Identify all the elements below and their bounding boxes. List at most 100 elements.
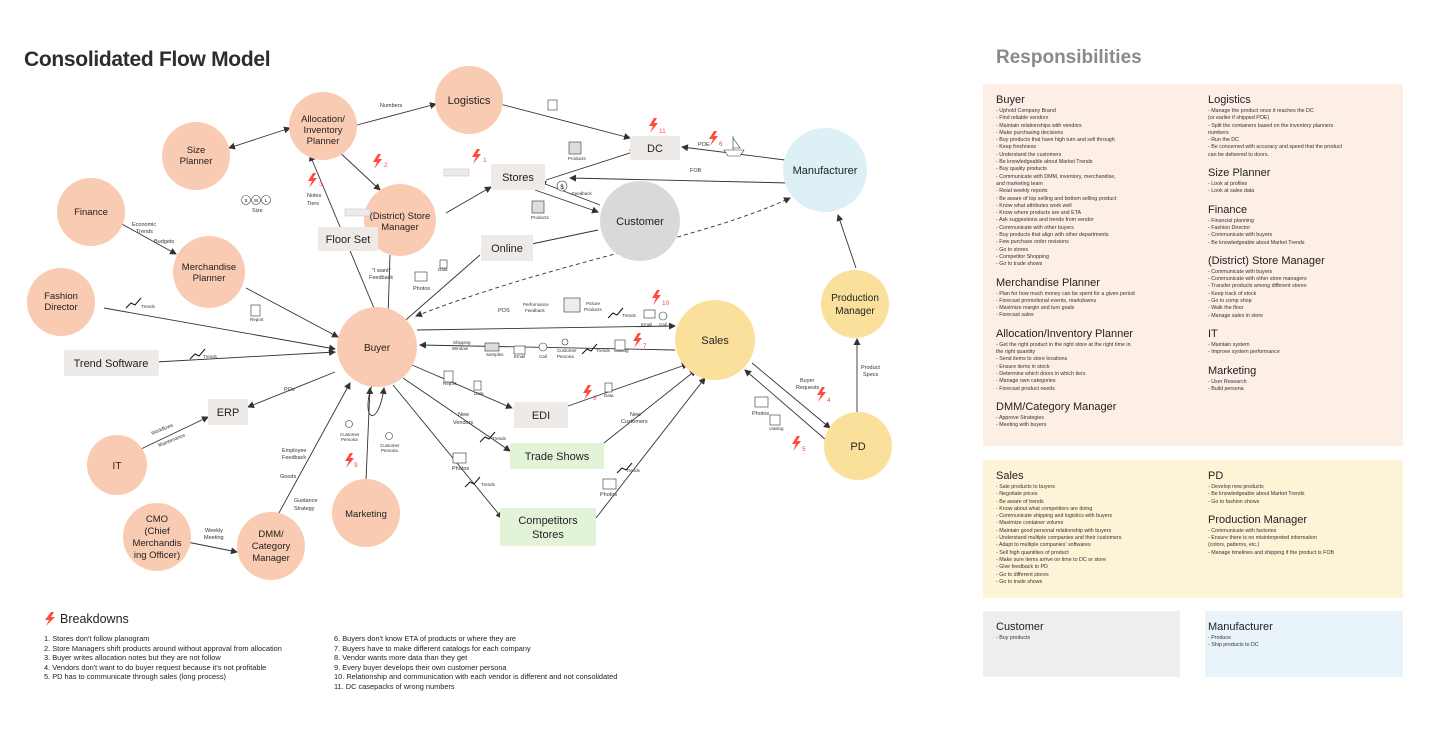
node-fashion-director: Fashion Director (27, 268, 95, 336)
role-title: Marketing (1208, 364, 1257, 377)
breakdown-marker-3: 3 (308, 173, 323, 188)
role-duty: - Go to different stores (996, 571, 1049, 578)
svg-text:10: 10 (662, 300, 670, 307)
node-district-store-manager: (District) Store Manager (364, 184, 436, 256)
role-duty: - Maximize margin and turn goals (996, 305, 1075, 312)
role-duty: - Be concerned with accuracy and speed t… (1208, 144, 1342, 151)
role-duties: - Maintain system- Improve system perfor… (1208, 342, 1404, 357)
node-customer: Customer (600, 181, 680, 261)
edge (273, 382, 351, 523)
box-trade-shows: Trade Shows (510, 443, 604, 469)
svg-text:2: 2 (384, 162, 388, 169)
box-erp: ERP (208, 399, 248, 425)
svg-text:Manager: Manager (252, 553, 290, 564)
box-dc: DC (630, 136, 680, 160)
svg-text:Marketing: Marketing (345, 509, 387, 520)
panel-top-right-col: Logistics- Manage the product once it re… (1208, 94, 1404, 401)
planogram-tag (443, 168, 470, 177)
breakdowns-heading: Breakdowns (44, 612, 624, 626)
role-duty: - Look at profiles (1208, 181, 1248, 188)
label-samples: Samples (486, 352, 504, 357)
role-duty: - Walk the floor (1208, 305, 1244, 312)
breakdown-marker-7: 7 (633, 333, 647, 350)
trend-icon (616, 462, 633, 474)
role-duty: - Manage timelines and shipping if the p… (1208, 549, 1335, 556)
edge (595, 377, 706, 519)
role-duty: - Know about what competitors are doing (996, 505, 1093, 512)
role-duties: - Develop new products- Be knowledgeable… (1208, 484, 1404, 506)
label-report-2: Report (443, 381, 457, 386)
label-catalog-2: catalog (769, 426, 784, 431)
edge (367, 384, 387, 417)
label-employee-feedback: Feedback (282, 455, 306, 461)
breakdown-marker-1: 1 (472, 149, 487, 164)
role-duties: - Communicate with factories- Ensure the… (1208, 528, 1404, 557)
role-duties: - Look at profiles- Look at sales data (1208, 181, 1404, 196)
role-duties: - User Research- Build persona (1208, 379, 1404, 394)
role-duty: and marketing team (996, 180, 1043, 187)
role-block: Allocation/Inventory Planner- Get the ri… (996, 328, 1192, 393)
role-block: DMM/Category Manager- Approve Strategies… (996, 401, 1192, 430)
label-guidance-strategy: Strategy (294, 506, 315, 512)
breakdown-marker-10: 10 (652, 290, 670, 307)
label-data-3: Data (604, 393, 614, 398)
role-duty: - Understand multiple companies and thei… (996, 535, 1122, 542)
breakdown-marker-9: 9 (345, 453, 358, 469)
role-block: Customer - Buy products (996, 621, 1192, 642)
svg-text:9: 9 (354, 462, 358, 469)
role-duty: - Ensure there is no misinterpreted info… (1208, 535, 1317, 542)
role-duty: - Forecast promotional events, markdowns (996, 297, 1097, 304)
role-duty: - Negotiate prices (996, 491, 1038, 498)
role-duty: - User Research (1208, 378, 1247, 385)
role-title: Merchandise Planner (996, 276, 1100, 289)
panel-manufacturer: Manufacturer- Produce- Ship products to … (1205, 611, 1403, 677)
svg-text:EDI: EDI (532, 410, 550, 422)
role-duty: - Buy products (996, 635, 1031, 641)
role-duty: - Competitor Shopping (996, 253, 1049, 260)
breakdown-item: 11. DC casepacks of wrong numbers (334, 681, 455, 691)
label-maintenance: Maintenance (158, 432, 187, 448)
label-trends-1: Trends (141, 304, 156, 309)
box-icon-2 (531, 200, 545, 214)
role-duties: - Uphold Company Brand- Find reliable ve… (996, 108, 1192, 269)
role-block: PD- Develop new products- Be knowledgeab… (1208, 470, 1404, 506)
role-duty: - Buy products that align with other dep… (996, 232, 1109, 239)
edge (228, 126, 291, 150)
role-duties: - Manage the product once it reaches the… (1208, 108, 1404, 159)
svg-text:5: 5 (802, 446, 806, 453)
label-i-want: "I want" (372, 268, 391, 274)
label-shipping-window: Window (452, 346, 469, 351)
label-feedback: Feedback (572, 191, 593, 196)
svg-text:Planner: Planner (307, 136, 340, 147)
role-duty: - Manage own categories (996, 378, 1056, 385)
label-photos-2: Photos (452, 466, 469, 472)
role-duty: - Communicate with other store managers (1208, 276, 1307, 283)
svg-text:ERP: ERP (217, 407, 240, 419)
svg-text:Trade Shows: Trade Shows (525, 451, 590, 463)
role-duty: - Look at sales data (1208, 188, 1255, 195)
label-data-2: Data (474, 391, 484, 396)
role-duty: - Go to trade shows (996, 578, 1043, 585)
node-cmo: CMO (Chief Merchandis ing Officer) (123, 503, 191, 571)
role-duty: - Keep freshness (996, 144, 1037, 151)
panel-middle: Sales- Sale products to buyers- Negotiat… (983, 460, 1403, 598)
catalog-icon-2 (769, 414, 781, 426)
role-block: Size Planner- Look at profiles- Look at … (1208, 167, 1404, 196)
label-call-2: Call (539, 354, 547, 359)
report-icon (250, 304, 261, 317)
svg-text:Online: Online (491, 243, 523, 255)
label-trends-2: Trends (203, 354, 218, 359)
node-dmm-category-manager: DMM/ Category Manager (237, 512, 305, 580)
edge (356, 102, 437, 126)
role-duty: - Meeting with buyers (996, 422, 1047, 429)
edge (603, 369, 697, 444)
lightning-icon (45, 612, 55, 626)
svg-text:Planner: Planner (193, 273, 226, 284)
label-photos-3: Photos (600, 492, 617, 498)
svg-text:Merchandis: Merchandis (132, 538, 181, 549)
panel-top-left-col: Buyer- Uphold Company Brand- Find reliab… (996, 94, 1192, 437)
role-block: (District) Store Manager- Communicate wi… (1208, 255, 1404, 320)
role-duty: - Communicate with factories (1208, 527, 1277, 534)
label-call: Call (659, 322, 667, 327)
role-title: Customer (996, 621, 1044, 633)
